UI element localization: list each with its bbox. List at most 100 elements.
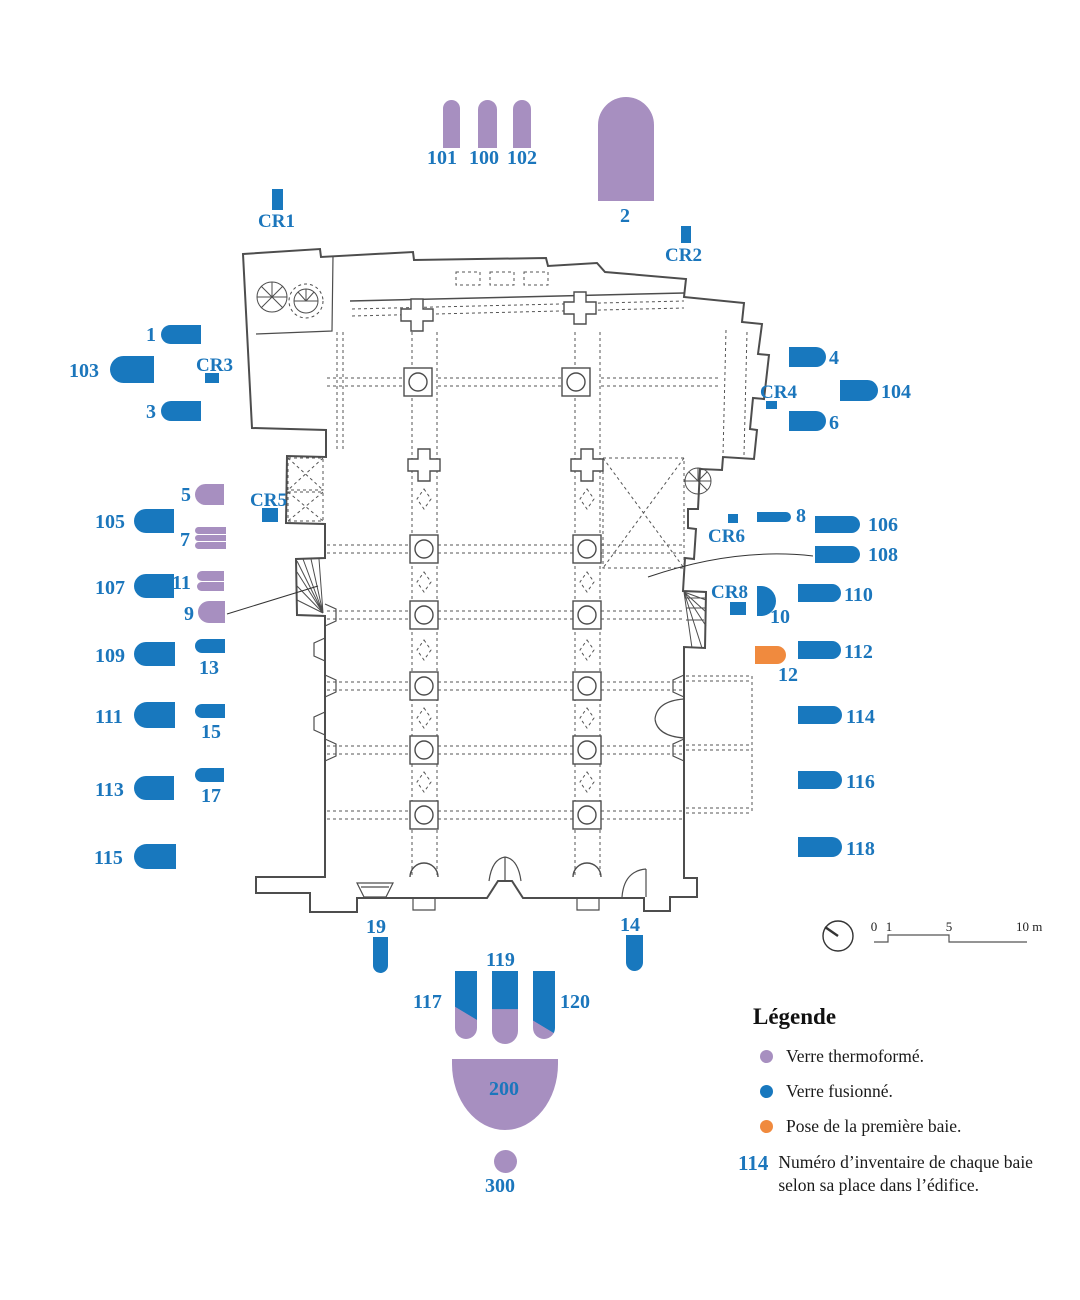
bay-label-6: 6: [829, 412, 839, 434]
legend-number-line2: selon sa place dans l’édifice.: [778, 1174, 980, 1195]
bay-label-120: 120: [560, 991, 590, 1013]
bay-label-8: 8: [796, 505, 806, 527]
bay-label-200: 200: [489, 1078, 519, 1100]
bay-13-marker: [195, 639, 225, 653]
bay-cr2-marker: [681, 226, 691, 243]
bay-label-cr4: CR4: [760, 382, 797, 403]
bay-10-marker: [757, 586, 776, 616]
bay-label-2: 2: [620, 205, 630, 227]
legend: Légende Verre thermoformé. Verre fusionn…: [738, 1004, 1063, 1197]
bay-5-marker: [195, 484, 224, 505]
legend-number-sample: 114: [738, 1151, 769, 1175]
bay-label-115: 115: [94, 847, 123, 869]
bay-label-9: 9: [184, 603, 194, 625]
bay-110-marker: [798, 584, 841, 602]
vault-dashed-lines: [287, 271, 748, 876]
bay-label-117: 117: [413, 991, 442, 1013]
legend-item-label: Verre thermoformé.: [786, 1046, 924, 1066]
scale-bar: 0 1 5 10 m: [871, 919, 1042, 943]
bay-label-110: 110: [844, 584, 873, 606]
legend-title: Légende: [753, 1004, 837, 1029]
bay-4-marker: [789, 347, 826, 367]
bay-14-marker: [626, 935, 643, 971]
bay-15-marker: [195, 704, 225, 718]
connector-line-bay-9: [226, 585, 319, 615]
legend-number-description: Numéro d’inventaire de chaque baie selon…: [778, 1151, 1033, 1197]
bay-label-cr1: CR1: [258, 211, 295, 232]
bay-label-12: 12: [778, 664, 798, 686]
bay-cr4-marker: [766, 401, 777, 409]
bay-101-marker: [443, 100, 460, 148]
bay-105-marker: [134, 509, 174, 533]
bay-label-cr8: CR8: [711, 582, 748, 603]
bay-label-cr6: CR6: [708, 526, 745, 547]
bay-120-marker: [533, 971, 555, 1039]
bay-label-106: 106: [868, 514, 898, 536]
bay-cr1-marker: [272, 189, 283, 210]
legend-item-premiere-baie: Pose de la première baie.: [753, 1116, 1063, 1137]
bay-label-4: 4: [829, 347, 839, 369]
bay-1-marker: [161, 325, 201, 344]
bay-19-marker: [373, 937, 388, 973]
scale-tick-5: 5: [946, 919, 953, 934]
bay-7-marker: [195, 527, 226, 550]
bay-label-107: 107: [95, 577, 125, 599]
bay-label-103: 103: [69, 360, 99, 382]
bay-label-cr3: CR3: [196, 355, 233, 376]
bay-label-cr5: CR5: [250, 490, 287, 511]
bay-cr5-marker: [262, 508, 278, 522]
bay-label-13: 13: [199, 657, 219, 679]
bay-label-102: 102: [507, 147, 537, 169]
bay-17-marker: [195, 768, 224, 782]
bay-label-109: 109: [95, 645, 125, 667]
bay-119-marker: [492, 971, 518, 1044]
legend-item-fusionne: Verre fusionné.: [753, 1081, 1063, 1102]
bay-115-marker: [134, 844, 176, 869]
annex-dashed-outline: [686, 675, 753, 814]
bay-117-marker: [455, 971, 477, 1039]
bay-label-11: 11: [172, 572, 191, 594]
bay-2-marker: [598, 97, 654, 201]
bay-cr8-marker: [730, 602, 746, 615]
bay-label-119: 119: [486, 949, 515, 971]
church-outline: [241, 247, 771, 913]
bay-label-105: 105: [95, 511, 125, 533]
legend-number-key: 114 Numéro d’inventaire de chaque baie s…: [738, 1151, 1063, 1197]
bay-label-114: 114: [846, 706, 875, 728]
bay-label-10: 10: [770, 606, 790, 628]
bay-label-17: 17: [201, 785, 221, 807]
orange-dot-icon: [760, 1120, 773, 1133]
bay-103-marker: [110, 356, 154, 383]
bay-label-108: 108: [868, 544, 898, 566]
wall-responds: [313, 603, 685, 762]
bay-116-marker: [798, 771, 842, 789]
bay-label-116: 116: [846, 771, 875, 793]
purple-dot-icon: [760, 1050, 773, 1063]
legend-item-label: Verre fusionné.: [786, 1081, 893, 1101]
legend-item-label: Pose de la première baie.: [786, 1116, 962, 1136]
bay-label-112: 112: [844, 641, 873, 663]
bay-label-7: 7: [180, 529, 190, 551]
bay-label-15: 15: [201, 721, 221, 743]
blue-dot-icon: [760, 1085, 773, 1098]
connector-line-bay-108: [647, 553, 814, 578]
bay-8-marker: [757, 512, 791, 522]
bay-9-marker: [198, 601, 225, 623]
bay-label-cr2: CR2: [665, 245, 702, 266]
bay-cr3-marker: [205, 373, 219, 383]
spiral-stairs: [256, 281, 712, 649]
north-indicator: [822, 920, 854, 952]
bay-label-300: 300: [485, 1175, 515, 1197]
bay-107-marker: [134, 574, 174, 598]
scale-tick-1: 1: [886, 919, 893, 934]
bay-label-14: 14: [620, 914, 640, 936]
connector-lines: [226, 553, 814, 615]
bay-label-19: 19: [366, 916, 386, 938]
bay-6-marker: [789, 411, 826, 431]
bay-106-marker: [815, 516, 860, 533]
bay-label-100: 100: [469, 147, 499, 169]
bay-108-marker: [815, 546, 860, 563]
bay-label-3: 3: [146, 401, 156, 423]
bay-label-113: 113: [95, 779, 124, 801]
